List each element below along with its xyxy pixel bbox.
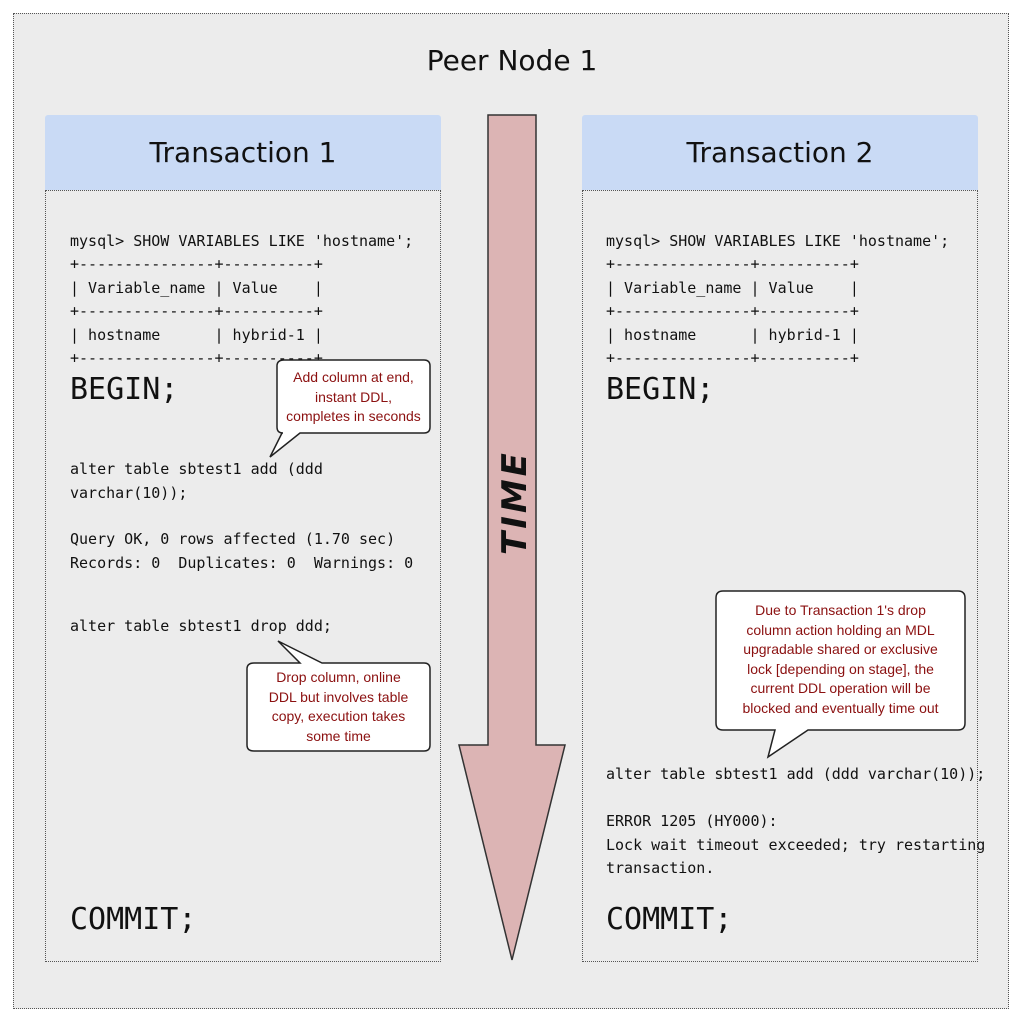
callout-blocked [715, 590, 966, 759]
transaction-2-commit: COMMIT; [606, 902, 733, 937]
time-label: TIME [495, 450, 535, 555]
transaction-1-header: Transaction 1 [45, 115, 441, 190]
transaction-1-hostname-query: mysql> SHOW VARIABLES LIKE 'hostname'; +-… [70, 206, 413, 394]
transaction-1-add-result: Query OK, 0 rows affected (1.70 sec) Rec… [70, 530, 414, 572]
transaction-1-begin: BEGIN; [70, 372, 179, 407]
query-line: +---------------+----------+ [70, 349, 323, 367]
note-blocked: Due to Transaction 1's drop column actio… [742, 602, 939, 716]
query-line: | Variable_name | Value | [606, 278, 859, 297]
diagram-title: Peer Node 1 [426, 44, 598, 77]
transaction-1-commit: COMMIT; [70, 902, 197, 937]
transaction-1-panel [45, 190, 441, 962]
note-drop-column: Drop column, online DDL but involves tab… [268, 669, 409, 744]
query-line: | hostname | hybrid-1 | [70, 325, 323, 344]
callout-add-column [269, 359, 431, 458]
transaction-1-add-statement: alter table sbtest1 add (ddd varchar(10)… [70, 460, 323, 502]
query-line: | Variable_name | Value | [70, 278, 323, 297]
query-line: +---------------+----------+ [606, 255, 859, 273]
transaction-1-drop-statement: alter table sbtest1 drop ddd; [70, 617, 332, 635]
transaction-2-panel [582, 190, 978, 962]
time-arrow [458, 114, 566, 961]
query-line: +---------------+----------+ [606, 349, 859, 367]
transaction-2-header: Transaction 2 [582, 115, 978, 190]
transaction-2-add-statement: alter table sbtest1 add (ddd varchar(10)… [606, 765, 986, 783]
query-line: +---------------+----------+ [70, 255, 323, 273]
note-add-column: Add column at end, instant DDL, complete… [286, 369, 421, 424]
query-line: | hostname | hybrid-1 | [606, 325, 859, 344]
query-line: +---------------+----------+ [70, 302, 323, 320]
transaction-2-error: ERROR 1205 (HY000): Lock wait timeout ex… [606, 812, 986, 877]
query-line: +---------------+----------+ [606, 302, 859, 320]
transaction-2-begin: BEGIN; [606, 372, 715, 407]
transaction-2-hostname-query: mysql> SHOW VARIABLES LIKE 'hostname'; +-… [606, 206, 949, 394]
callout-drop-column [246, 640, 431, 752]
query-line: mysql> SHOW VARIABLES LIKE 'hostname'; [606, 231, 950, 250]
query-line: mysql> SHOW VARIABLES LIKE 'hostname'; [70, 231, 414, 250]
